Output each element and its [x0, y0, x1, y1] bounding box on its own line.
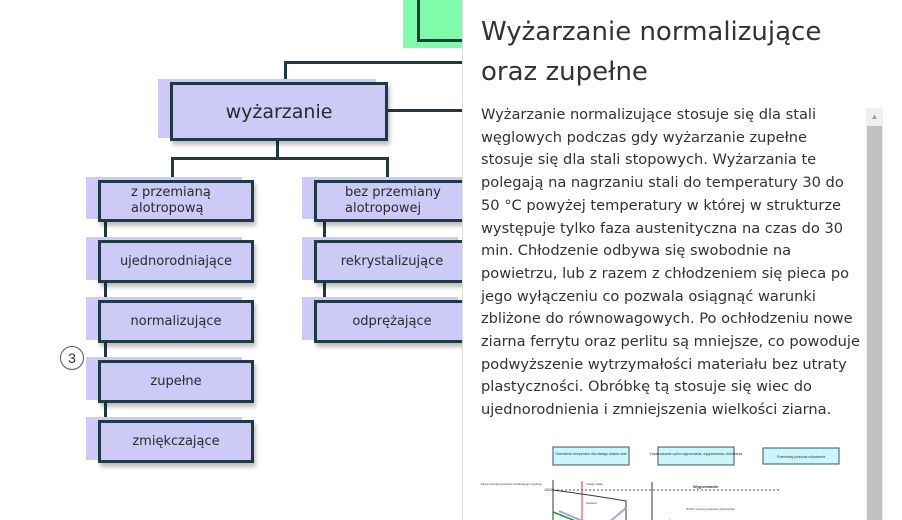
node-label: z przemianą alotropową — [131, 185, 211, 216]
temp-label: 1500 — [544, 487, 554, 492]
connector — [276, 140, 279, 159]
node-label: ujednorodniające — [119, 253, 233, 269]
step-marker[interactable]: 3 — [60, 346, 84, 370]
node-ujednorodniajace[interactable]: ujednorodniające — [98, 240, 254, 283]
node-normalizujace[interactable]: normalizujące — [98, 300, 254, 343]
figure-box-label: Przemiany podczas chłodzenia — [777, 455, 825, 459]
connector — [386, 157, 389, 181]
top-node[interactable] — [417, 0, 462, 42]
annealing-figure: Określenie temperatur dla danego składu … — [481, 446, 840, 520]
node-branch-2[interactable]: bez przemiany alotropowej — [314, 180, 462, 222]
node-label: odprężające — [352, 313, 432, 329]
range-label: Zakres temperatur wyżarzania normalizują… — [481, 483, 542, 486]
scrollbar[interactable]: ▲ — [866, 108, 883, 520]
connector — [386, 109, 462, 112]
node-label: wyżarzanie — [225, 100, 333, 123]
figure-box-label: Zaplanowanie cyklu nagrzewania, wygrzewa… — [650, 452, 742, 456]
figure-box-label: Określenie temperatur dla danego składu … — [555, 452, 626, 456]
scroll-up-arrow-icon[interactable]: ▲ — [870, 111, 879, 121]
liquidus-curve — [552, 489, 627, 520]
connector — [171, 157, 174, 181]
panel-body: Wyżarzanie normalizujące stosuje się dla… — [481, 106, 860, 419]
scrollbar-thumb[interactable] — [867, 126, 882, 520]
panel-title: Wyżarzanie normalizujące oraz zupełne — [481, 17, 822, 87]
range-band — [558, 507, 627, 520]
soak-label: Wygrzewanie — [693, 484, 719, 489]
node-label: zmiękczające — [132, 433, 220, 449]
a3-line — [552, 511, 576, 520]
liquid-label: Ciekły metal — [586, 482, 603, 486]
node-label: normalizujące — [130, 313, 222, 329]
figure-box-2: Zaplanowanie cyklu nagrzewania, wygrzewa… — [650, 446, 742, 466]
above-label: 30-50°C powyżej temperatury austenityzac… — [686, 508, 735, 511]
node-label: bez przemiany alotropowej — [345, 185, 441, 216]
figure-box-3: Przemiany podczas chłodzenia — [762, 447, 840, 465]
diagram-canvas: wyżarzanie z przemianą alotropową bez pr… — [60, 0, 462, 463]
connector — [171, 157, 389, 160]
node-root[interactable]: wyżarzanie — [170, 82, 388, 141]
node-zupelne[interactable]: zupełne — [98, 360, 254, 403]
node-zmiekczajace[interactable]: zmiękczające — [98, 420, 254, 463]
figure-box-1: Określenie temperatur dla danego składu … — [552, 446, 630, 466]
marker-label: 3 — [68, 350, 76, 366]
node-label: rekrystalizujące — [340, 253, 444, 269]
connector — [284, 61, 287, 83]
node-rekrystalizujace[interactable]: rekrystalizujące — [314, 240, 462, 283]
info-panel: Wyżarzanie normalizujące oraz zupełne Wy… — [462, 0, 902, 520]
node-branch-1[interactable]: z przemianą alotropową — [98, 180, 254, 222]
austenite-label: Austenit — [586, 501, 597, 505]
node-label: zupełne — [150, 373, 202, 389]
node-odprezajace[interactable]: odprężające — [314, 300, 462, 343]
connector — [284, 61, 462, 64]
